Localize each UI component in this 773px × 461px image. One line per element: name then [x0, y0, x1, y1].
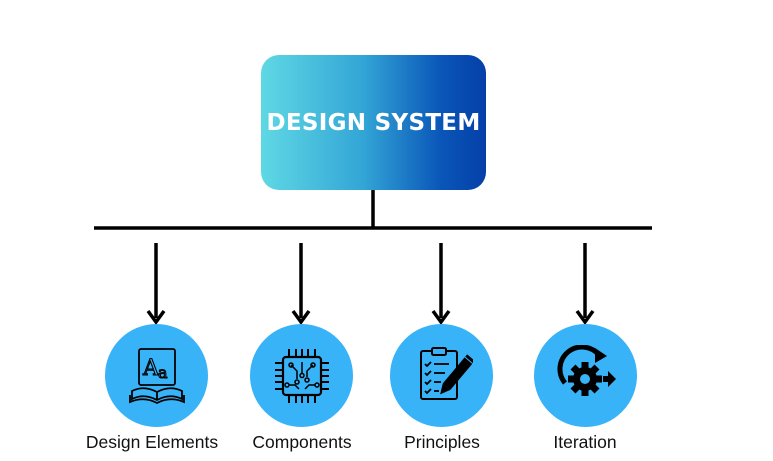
principles-label: Principles [404, 432, 480, 452]
design-elements-node: A a [105, 324, 208, 427]
gear-cycle-icon [556, 344, 616, 396]
arrow-components [291, 243, 311, 325]
iteration-label: Iteration [553, 432, 617, 452]
components-node [250, 324, 353, 427]
arrow-design-elements [146, 243, 166, 325]
checklist-pen-icon [419, 346, 473, 400]
arrow-principles [431, 243, 451, 325]
svg-text:A: A [142, 356, 160, 381]
arrow-iteration [575, 243, 595, 325]
root-title: DESIGN SYSTEM [266, 109, 481, 136]
iteration-node [534, 324, 637, 427]
svg-text:a: a [158, 363, 168, 382]
circuit-chip-icon [274, 348, 329, 403]
principles-node [390, 324, 493, 427]
design-elements-label: Design Elements [85, 432, 219, 452]
design-system-root-node: DESIGN SYSTEM [261, 55, 486, 190]
components-label: Components [252, 432, 352, 452]
book-letters-icon: A a [128, 347, 185, 404]
